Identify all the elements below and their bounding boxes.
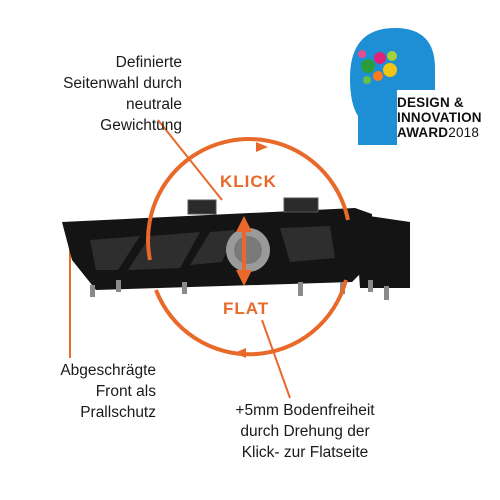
label-flat-side: FLAT — [223, 299, 270, 318]
callout-side-selection: Definierte Seitenwahl durch neutrale Gew… — [63, 54, 182, 134]
rotation-arrows — [146, 137, 350, 358]
flip-arrow — [236, 216, 252, 286]
award-text: DESIGN & INNOVATION AWARD2018 — [397, 95, 482, 140]
award-logo — [350, 28, 435, 145]
label-klick-side: KLICK — [220, 172, 277, 191]
callout-ground-clearance: +5mm Bodenfreiheit durch Drehung der Kli… — [235, 402, 375, 461]
leader-line-bottom — [261, 319, 291, 399]
callout-beveled-front: Abgeschrägte Front als Prallschutz — [60, 362, 156, 421]
pedal-body — [62, 197, 410, 300]
